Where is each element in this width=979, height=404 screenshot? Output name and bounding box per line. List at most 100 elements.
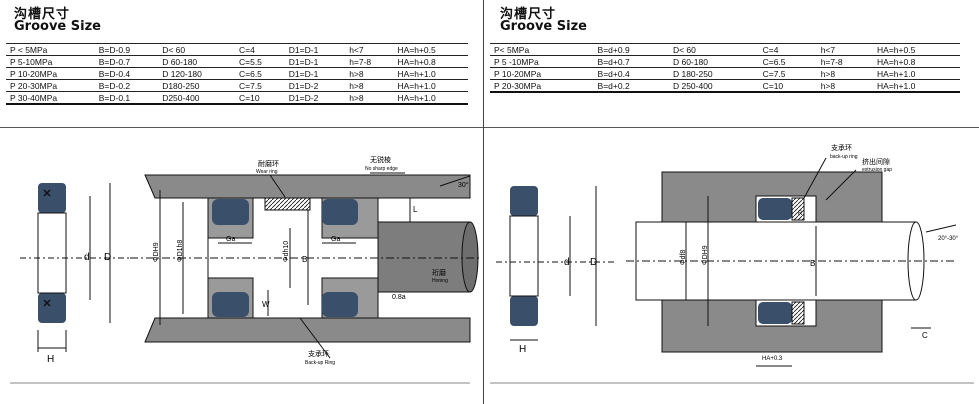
spec-cell: C=6.5 bbox=[758, 55, 817, 68]
rod-label-D: D bbox=[590, 257, 597, 268]
seal-profile-top bbox=[38, 183, 66, 213]
label-phid: Φdh10 bbox=[283, 241, 290, 262]
spec-cell: B=D-0.7 bbox=[94, 55, 159, 68]
spec-cell: D180-250 bbox=[158, 79, 235, 92]
panel-divider bbox=[483, 0, 484, 404]
rod-label-B: B bbox=[810, 259, 815, 268]
spec-cell: C=6.5 bbox=[234, 67, 285, 80]
label-backup-en: Back-up Ring bbox=[305, 360, 335, 366]
leader-backup bbox=[299, 317, 331, 359]
spec-cell: HA=h+0.5 bbox=[393, 43, 468, 56]
rod-seal-profile-body bbox=[509, 215, 539, 297]
label-phiD: ΦDH9 bbox=[153, 242, 160, 262]
label-sharp-edge-en: No sharp edge bbox=[365, 166, 398, 172]
leader-backup-ring bbox=[803, 157, 827, 199]
label-sharp-edge-cn: 无锐棱 bbox=[370, 155, 391, 164]
spec-cell: B=D-0.2 bbox=[94, 79, 159, 92]
spec-cell: C=4 bbox=[758, 43, 817, 56]
rod-label-backup-cn: 支承环 bbox=[831, 143, 852, 152]
angle-line-rod bbox=[925, 224, 957, 233]
label-W: W bbox=[262, 300, 270, 309]
label-honing-cn: 珩磨 bbox=[432, 268, 446, 277]
label-ra: 0.8a bbox=[392, 294, 406, 301]
label-backup-cn: 支承环 bbox=[308, 349, 329, 358]
spec-cell: C=4 bbox=[234, 43, 285, 56]
spec-cell: C=5.5 bbox=[234, 55, 285, 68]
right-title-en: Groove Size bbox=[500, 19, 587, 34]
spec-cell: D1=D-2 bbox=[284, 79, 346, 92]
piston-seal-3 bbox=[212, 292, 249, 317]
rod-seal-profile-top bbox=[510, 186, 538, 216]
spec-cell: HA=h+1.0 bbox=[393, 79, 468, 92]
spec-cell: P 30-40MPa bbox=[6, 91, 95, 105]
spec-cell: D 60-180 bbox=[668, 55, 759, 68]
rod-label-backup-en: back-up ring bbox=[830, 154, 858, 160]
label-H: H bbox=[47, 354, 54, 365]
spec-cell: D250-400 bbox=[158, 91, 235, 105]
spec-cell: HA=h+0.5 bbox=[873, 43, 960, 56]
seal-profile-left bbox=[20, 183, 130, 352]
spec-cell: HA=h+0.8 bbox=[393, 55, 468, 68]
piston-seal-2 bbox=[322, 199, 358, 225]
spec-cell: P 10-20MPa bbox=[6, 67, 95, 80]
piston-seal-4 bbox=[322, 292, 358, 317]
label-phiD1: ΦD1h8 bbox=[177, 240, 184, 262]
spec-cell: D1=D-2 bbox=[284, 91, 346, 105]
rod-label-d: d bbox=[564, 257, 570, 268]
spec-cell: D1=D-1 bbox=[284, 43, 346, 56]
rod-label-phid: Φdf8 bbox=[680, 250, 687, 265]
left-title-cn: 沟槽尺寸 bbox=[14, 7, 71, 22]
right-table-separator bbox=[484, 127, 979, 128]
angle-line bbox=[439, 175, 471, 187]
spec-cell: HA=h+1.0 bbox=[393, 67, 468, 80]
piston-seal-1 bbox=[212, 199, 249, 225]
left-table-separator bbox=[0, 127, 483, 128]
spec-cell: B=d+0.9 bbox=[593, 43, 669, 56]
spec-cell: D 120-180 bbox=[158, 67, 235, 80]
spec-cell: HA=h+1.0 bbox=[873, 67, 960, 80]
leader-wear-ring bbox=[269, 174, 286, 198]
rod-label-angle: 20°-30° bbox=[938, 236, 959, 242]
spec-cell: HA=h+1.0 bbox=[873, 79, 960, 93]
backup-ring-bottom bbox=[791, 301, 805, 325]
rod-seal-diagram: d D H 支承环 back-up ring 挤出间隙 bbox=[490, 143, 974, 384]
rod-label-H: H bbox=[519, 344, 526, 355]
rod-seal-top bbox=[758, 198, 792, 220]
spec-cell: D< 60 bbox=[668, 43, 759, 56]
piston-rod bbox=[377, 221, 471, 293]
leader-extrusion-gap bbox=[825, 169, 857, 201]
rod-seal-bottom bbox=[758, 302, 792, 324]
spec-cell: D 60-180 bbox=[158, 55, 235, 68]
spec-cell: C=10 bbox=[234, 91, 285, 105]
spec-cell: P 10-20MPa bbox=[490, 67, 594, 80]
spec-cell: P 5 -10MPa bbox=[490, 55, 594, 68]
spec-cell: D1=D-1 bbox=[284, 67, 346, 80]
spec-cell: h>8 bbox=[345, 91, 394, 105]
spec-cell: D 180-250 bbox=[668, 67, 759, 80]
rod-label-R: R bbox=[798, 211, 803, 217]
seal-lip-marks bbox=[43, 189, 51, 307]
label-d: d bbox=[84, 252, 90, 263]
spec-cell: B=d+0.2 bbox=[593, 79, 669, 93]
spec-cell: P 20-30MPa bbox=[6, 79, 95, 92]
rod-label-HA: HA+0.3 bbox=[762, 356, 783, 362]
rod-label-C: C bbox=[922, 331, 928, 340]
spec-cell: B=D-0.9 bbox=[94, 43, 159, 56]
spec-cell: C=7.5 bbox=[758, 67, 817, 80]
spec-cell: h>8 bbox=[816, 79, 874, 93]
spec-cell: h=7-8 bbox=[816, 55, 874, 68]
spec-cell: C=10 bbox=[758, 79, 817, 93]
spec-cell: HA=h+0.8 bbox=[873, 55, 960, 68]
label-L: L bbox=[413, 205, 418, 214]
seal-profile-bottom bbox=[38, 293, 66, 323]
spec-cell: P 5-10MPa bbox=[6, 55, 95, 68]
